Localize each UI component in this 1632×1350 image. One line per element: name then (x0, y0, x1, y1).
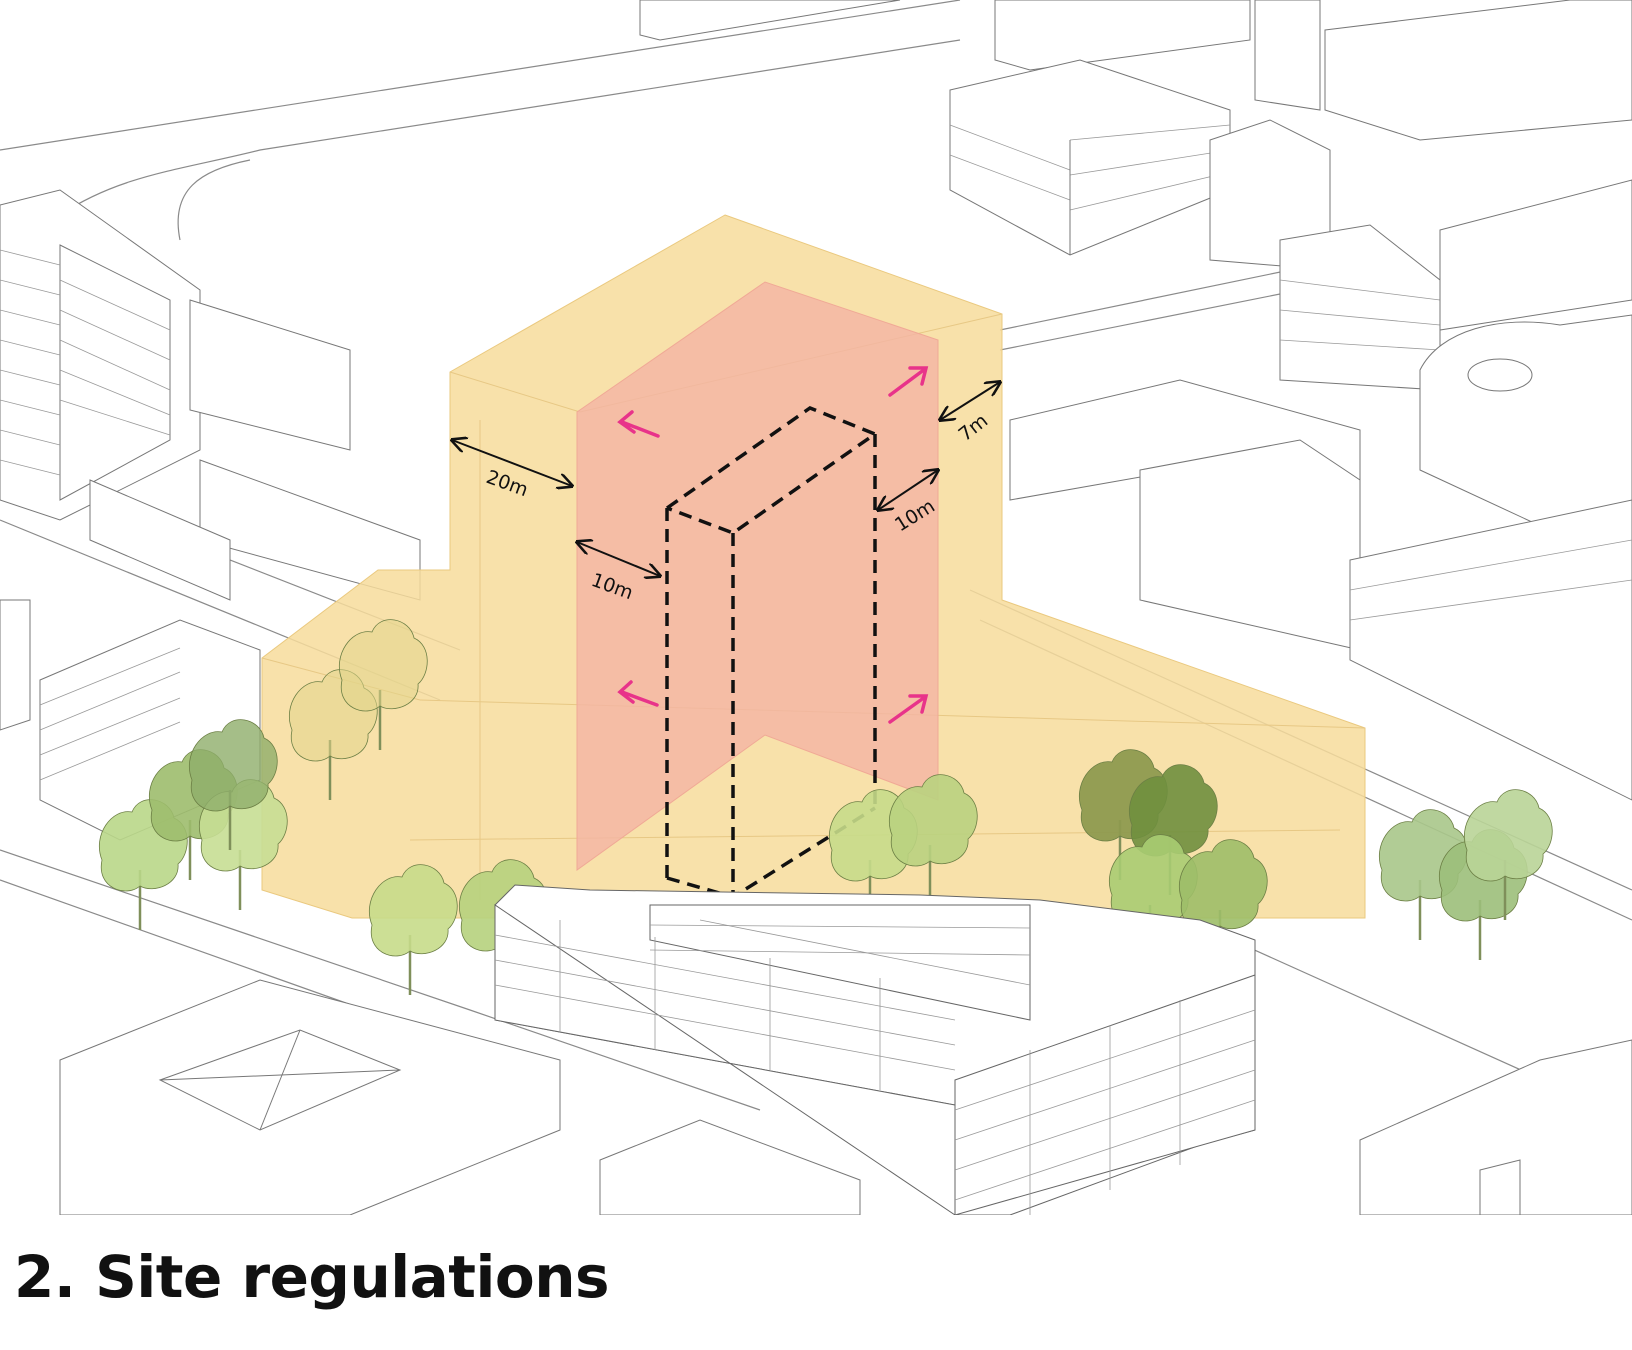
tree-icon (368, 863, 459, 997)
context-buildings-northeast (639, 0, 1632, 801)
double-arrow-icon (940, 382, 1000, 420)
arrow-icon (888, 366, 929, 397)
foreground-block (494, 884, 1256, 1215)
double-arrow-icon (452, 440, 572, 486)
dimension-arrows (452, 382, 1000, 576)
arrow-icon (888, 694, 929, 724)
arrow-icon (617, 410, 660, 438)
arrow-icon (617, 680, 659, 707)
double-arrow-icon (878, 470, 938, 510)
double-arrow-icon (577, 542, 660, 576)
page-title: 2. Site regulations (14, 1243, 610, 1311)
context-buildings-south (59, 979, 1632, 1215)
expansion-arrows (617, 366, 929, 724)
site-regulation-axonometric: 20m 10m 10m 7m (0, 0, 1632, 1215)
